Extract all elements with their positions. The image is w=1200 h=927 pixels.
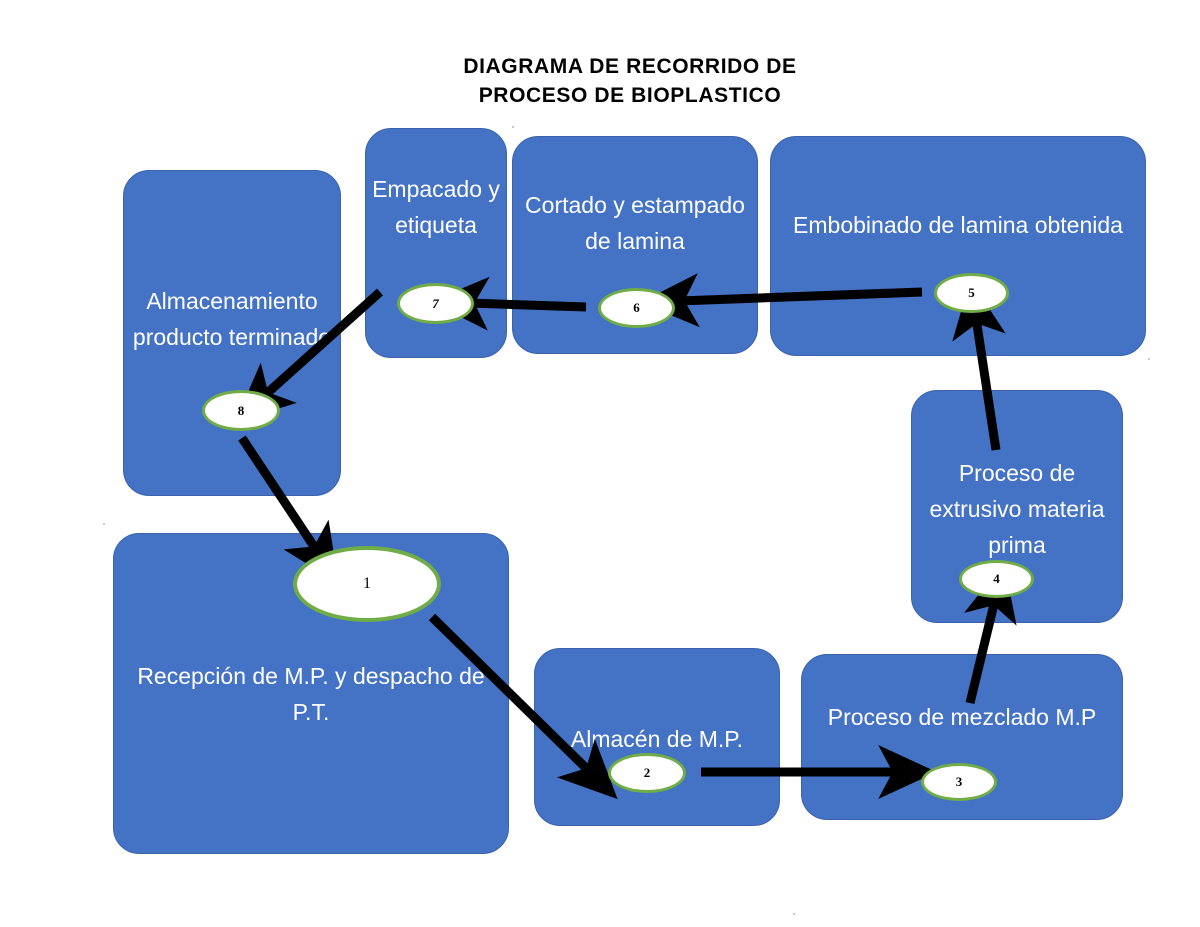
step-ellipse-4[interactable]: 4 [959, 560, 1034, 598]
step-ellipse-1[interactable]: 1 [293, 546, 441, 622]
step-ellipse-8[interactable]: 8 [202, 390, 280, 431]
process-label-6: Cortado y estampado de lamina [525, 192, 745, 254]
step-number-2: 2 [643, 765, 651, 780]
process-label-5: Embobinado de lamina obtenida [793, 212, 1123, 238]
step-number-7: 7 [432, 295, 439, 311]
step-number-3: 3 [955, 774, 963, 789]
process-label-3: Proceso de mezclado M.P [827, 704, 1097, 730]
scan-speck [1148, 358, 1150, 360]
process-box-almacen-mp[interactable]: Almacén de M.P. [534, 648, 780, 826]
step-number-1: 1 [363, 575, 371, 592]
step-ellipse-6[interactable]: 6 [598, 288, 675, 328]
step-number-6: 6 [633, 300, 640, 315]
process-label-7: Empacado y etiqueta [372, 176, 500, 238]
page-title: DIAGRAMA DE RECORRIDO DE PROCESO DE BIOP… [463, 55, 797, 107]
process-label-4: Proceso de extrusivo materia prima [929, 460, 1105, 558]
process-label-2: Almacén de M.P. [570, 726, 744, 752]
process-label-8: Almacenamiento producto terminado [132, 288, 332, 350]
scan-speck [103, 523, 105, 525]
process-label-1: Recepción de M.P. y despacho de P.T. [137, 663, 485, 725]
step-number-4: 4 [993, 571, 1000, 586]
step-ellipse-5[interactable]: 5 [934, 273, 1009, 313]
process-box-embobinado-lamina-obtenida[interactable]: Embobinado de lamina obtenida [770, 136, 1146, 356]
step-number-5: 5 [968, 285, 975, 300]
process-box-almacenamiento-producto-terminado[interactable]: Almacenamiento producto terminado [123, 170, 341, 496]
step-ellipse-3[interactable]: 3 [921, 763, 997, 801]
step-ellipse-2[interactable]: 2 [608, 753, 686, 793]
step-ellipse-7[interactable]: 7 [397, 283, 474, 324]
scan-speck [793, 913, 795, 915]
scan-speck [512, 126, 514, 128]
step-number-8: 8 [237, 402, 245, 418]
